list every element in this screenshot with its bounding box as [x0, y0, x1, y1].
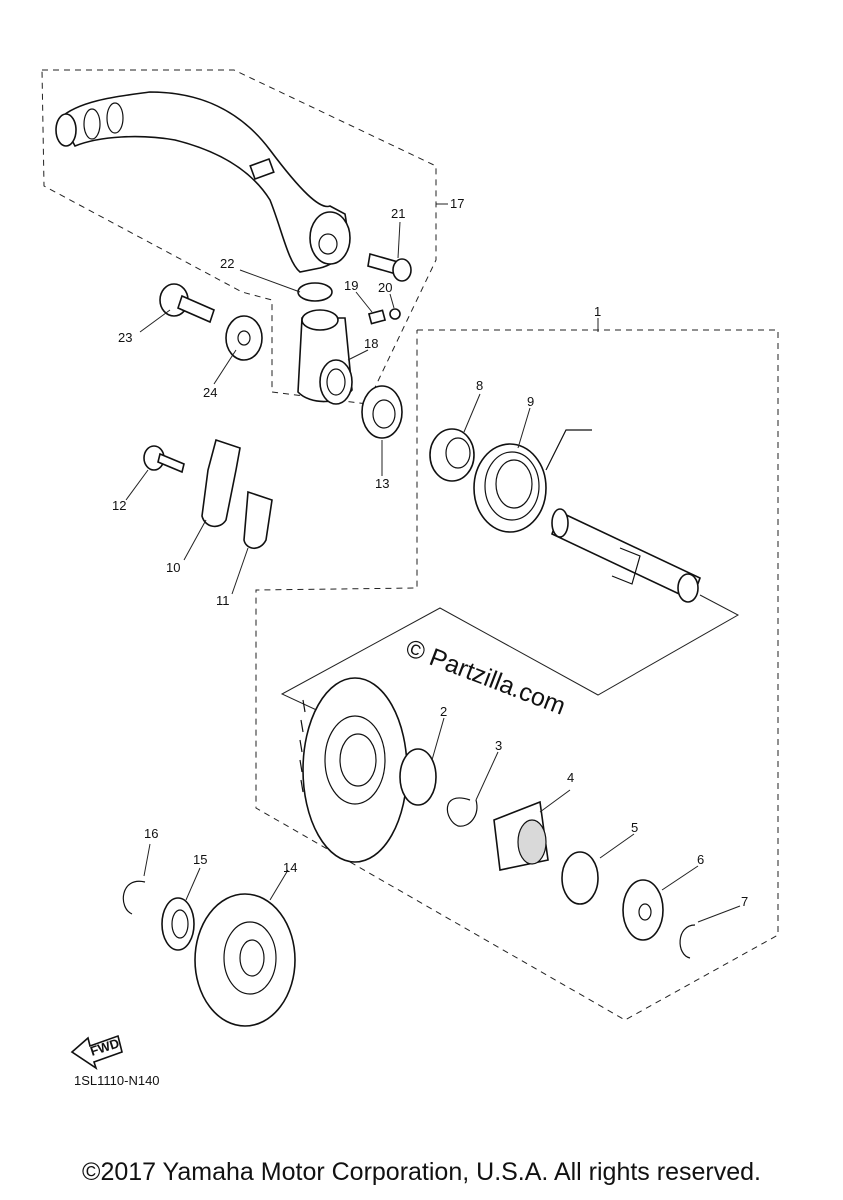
plate-11	[243, 490, 273, 550]
washer-2	[399, 748, 437, 806]
callout-17: 17	[450, 196, 464, 211]
screw-19	[367, 309, 387, 325]
callout-10: 10	[166, 560, 180, 575]
callout-13: 13	[375, 476, 389, 491]
callout-22: 22	[220, 256, 234, 271]
plate-10	[201, 438, 241, 528]
group-outline-1	[255, 329, 779, 1021]
idler-gear-14	[194, 893, 296, 1027]
callout-3: 3	[495, 738, 502, 753]
torsion-spring-9	[473, 429, 592, 533]
callout-7: 7	[741, 894, 748, 909]
callout-5: 5	[631, 820, 638, 835]
diagram-code: 1SL1110-N140	[74, 1073, 160, 1088]
leader-shaft-gear	[280, 594, 740, 721]
spring-5	[561, 851, 599, 905]
kick-crank-lever	[55, 91, 351, 273]
fwd-arrow-icon: FWD	[70, 1034, 123, 1070]
callout-2: 2	[440, 704, 447, 719]
callout-19: 19	[344, 278, 358, 293]
callout-20: 20	[378, 280, 392, 295]
callout-18: 18	[364, 336, 378, 351]
bolt-12	[143, 445, 185, 474]
bolt-21	[367, 252, 412, 282]
oil-seal-13	[361, 385, 403, 439]
copyright-footer: ©2017 Yamaha Motor Corporation, U.S.A. A…	[82, 1158, 761, 1186]
kick-shaft	[550, 508, 702, 603]
callout-23: 23	[118, 330, 132, 345]
callout-8: 8	[476, 378, 483, 393]
callout-1: 1	[594, 304, 601, 319]
callout-9: 9	[527, 394, 534, 409]
ball-20	[389, 308, 401, 320]
callout-14: 14	[283, 860, 297, 875]
washer-24	[225, 315, 263, 361]
callout-15: 15	[193, 852, 207, 867]
circlip-3	[446, 797, 478, 827]
bolt-23	[159, 283, 215, 324]
callout-24: 24	[203, 385, 217, 400]
callout-16: 16	[144, 826, 158, 841]
ratchet-4	[493, 800, 549, 871]
callout-4: 4	[567, 770, 574, 785]
callout-12: 12	[112, 498, 126, 513]
leader-lines	[125, 203, 741, 923]
circlip-7	[679, 924, 696, 959]
kick-boss-18	[297, 309, 353, 405]
circlip-22	[297, 282, 333, 302]
kick-gear	[299, 677, 408, 863]
callout-11: 11	[216, 593, 230, 608]
washer-6	[622, 879, 664, 941]
circlip-16	[122, 880, 146, 915]
callout-6: 6	[697, 852, 704, 867]
washer-15	[161, 897, 195, 951]
bush-8	[429, 428, 475, 482]
callout-21: 21	[391, 206, 405, 221]
